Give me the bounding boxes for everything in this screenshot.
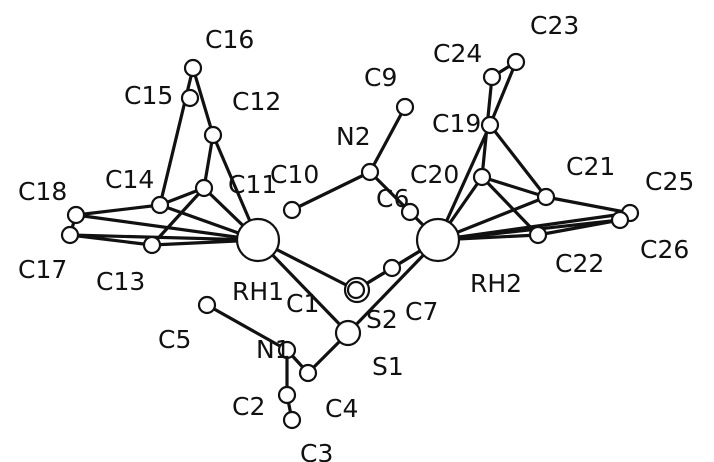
bond-c22-c26 [536, 218, 622, 237]
atom-c4 [298, 363, 318, 383]
atom-label-c1: C1 [286, 289, 319, 318]
atom-c2 [277, 385, 297, 405]
atom-label-c10: C10 [270, 160, 319, 189]
bond-rh2-c26 [436, 218, 622, 242]
atom-c12 [203, 125, 223, 145]
atom-n2 [360, 162, 380, 182]
atom-c1 [346, 280, 366, 300]
bond-c10-n2 [290, 170, 372, 212]
atom-label-c19: C19 [432, 109, 481, 138]
atom-label-rh2: RH2 [470, 269, 522, 298]
atom-label-c13: C13 [96, 267, 145, 296]
atom-label-c18: C18 [18, 177, 67, 206]
atom-c13 [142, 235, 162, 255]
atom-c15 [180, 88, 200, 108]
atom-s1 [334, 319, 362, 347]
bond-c5-n1 [205, 303, 289, 352]
bond-c12-c16 [191, 66, 215, 137]
atom-label-c2: C2 [232, 392, 265, 421]
atom-c21 [536, 187, 556, 207]
atom-label-rh1: RH1 [232, 277, 284, 306]
atom-c16 [183, 58, 203, 78]
bond-c20-c22 [480, 175, 540, 237]
atom-n1 [277, 340, 297, 360]
bond-c13-c11 [150, 186, 206, 247]
atom-c26 [610, 210, 630, 230]
atom-label-c25: C25 [645, 167, 694, 196]
atom-label-c5: C5 [158, 325, 191, 354]
atom-c19 [480, 115, 500, 135]
bond-n2-c6 [368, 170, 412, 214]
atom-c11 [194, 178, 214, 198]
atom-c6 [400, 202, 420, 222]
atom-c17 [60, 225, 80, 245]
atom-label-c21: C21 [566, 152, 615, 181]
atom-c23 [506, 52, 526, 72]
atom-rh2 [415, 217, 461, 263]
atom-label-c15: C15 [124, 81, 173, 110]
atom-label-c4: C4 [325, 394, 358, 423]
atom-label-c23: C23 [530, 11, 579, 40]
atom-label-c20: C20 [410, 160, 459, 189]
atom-c22 [528, 225, 548, 245]
bond-c18-c14 [74, 203, 162, 217]
atom-label-n1: N1 [256, 335, 291, 364]
atom-label-s2: S2 [366, 305, 398, 334]
bond-c21-c25 [544, 195, 632, 215]
atom-label-c26: C26 [640, 235, 689, 264]
bond-c19-c21 [488, 123, 548, 199]
atom-label-n2: N2 [336, 122, 371, 151]
bond-c20-c21 [480, 175, 548, 199]
atom-c9 [395, 97, 415, 117]
atom-c3 [282, 410, 302, 430]
atom-rh1 [235, 217, 281, 263]
atom-c18 [66, 205, 86, 225]
atom-label-c6: C6 [376, 184, 409, 213]
atom-label-c3: C3 [300, 439, 333, 462]
atom-label-c24: C24 [433, 39, 482, 68]
bond-c9-n2 [368, 105, 407, 174]
atom-c20 [472, 167, 492, 187]
atom-label-c16: C16 [205, 25, 254, 54]
atom-label-s1: S1 [372, 352, 404, 381]
atoms-layer [60, 52, 640, 430]
bond-c17-rh1 [68, 233, 260, 242]
atom-label-c7: C7 [405, 297, 438, 326]
bond-c19-c23 [488, 60, 518, 127]
atom-c7 [382, 258, 402, 278]
atom-c24 [482, 67, 502, 87]
atom-label-c17: C17 [18, 255, 67, 284]
atom-c14 [150, 195, 170, 215]
atom-label-c11: C11 [228, 170, 277, 199]
atom-c5 [197, 295, 217, 315]
atom-c10 [282, 200, 302, 220]
atom-label-c12: C12 [232, 87, 281, 116]
atom-label-c9: C9 [364, 63, 397, 92]
atom-label-c14: C14 [105, 165, 154, 194]
atom-label-c22: C22 [555, 249, 604, 278]
